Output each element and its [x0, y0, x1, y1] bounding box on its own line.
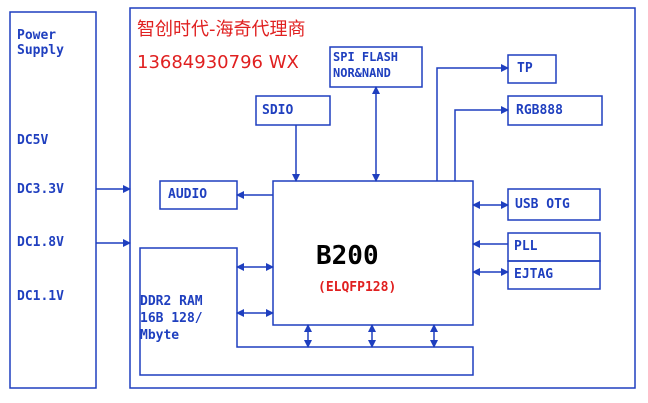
ddr2-label-2: 16B 128/	[140, 311, 203, 326]
watermark-line-1: 智创时代-海奇代理商	[137, 19, 306, 40]
ejtag-label: EJTAG	[514, 267, 554, 282]
rgb888-label: RGB888	[516, 103, 563, 118]
ddr2-ram-box	[139, 247, 474, 376]
power-supply-title-1: Power	[17, 28, 57, 43]
sdio-label: SDIO	[262, 103, 294, 118]
usb-otg-label: USB OTG	[515, 197, 570, 212]
ddr2-label-3: Mbyte	[140, 328, 180, 343]
rail-dc1v8: DC1.8V	[17, 235, 64, 250]
audio-label: AUDIO	[168, 187, 208, 202]
system-frame	[129, 7, 636, 389]
sdio-box	[255, 95, 331, 126]
power-supply-title-2: Supply	[17, 43, 64, 58]
rail-dc5v: DC5V	[17, 133, 49, 148]
tp-link	[436, 64, 509, 181]
ddr2-label-1: DDR2 RAM	[140, 294, 203, 309]
power-supply-box	[9, 11, 97, 389]
rgb888-link	[454, 106, 509, 181]
watermark-line-2: 13684930796 WX	[137, 52, 299, 73]
rail-dc1v1: DC1.1V	[17, 289, 64, 304]
chip-package: (ELQFP128)	[318, 280, 397, 295]
spi-flash-label-2: NOR&NAND	[333, 66, 391, 80]
spi-flash-label-1: SPI FLASH	[333, 50, 399, 64]
tp-label: TP	[517, 61, 533, 76]
pll-label: PLL	[514, 239, 538, 254]
chip-name: B200	[316, 241, 379, 271]
rail-dc3v3: DC3.3V	[17, 182, 64, 197]
